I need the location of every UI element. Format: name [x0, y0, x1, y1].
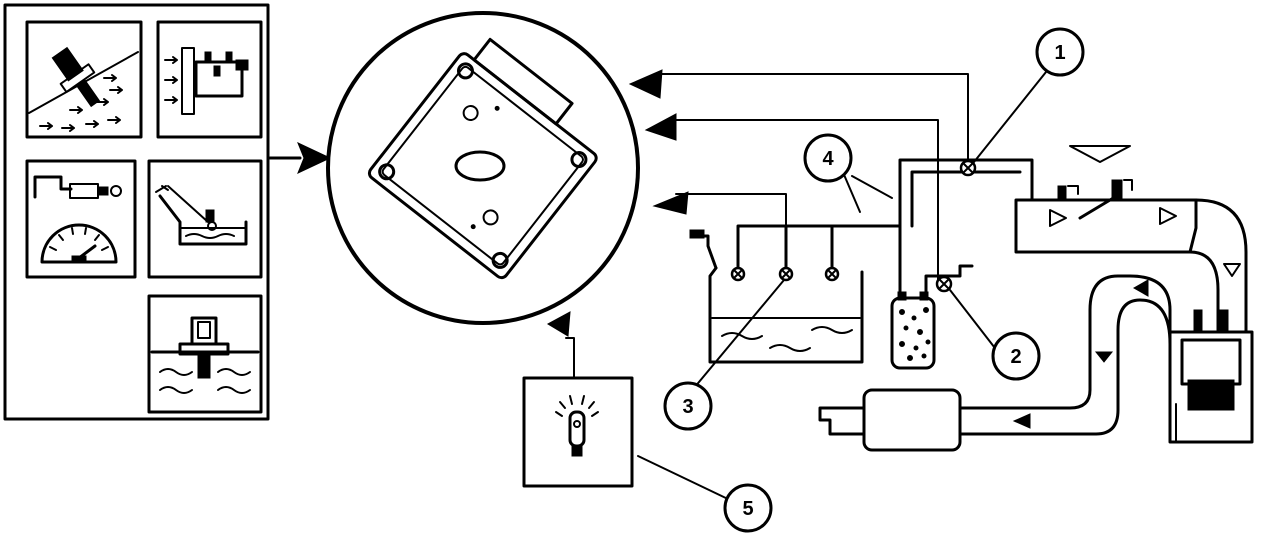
- callout-5-label: 5: [742, 498, 753, 520]
- callout-leaders: [637, 71, 1047, 501]
- exhaust-system: [818, 274, 1172, 452]
- callout-5: 5: [723, 483, 773, 533]
- airflow-sensor-panel: [25, 20, 143, 139]
- callout-2-label: 2: [1010, 346, 1021, 368]
- callout-4: 4: [803, 133, 853, 183]
- charcoal-canister: [890, 291, 936, 370]
- coolant-temp-sensor-panel: [147, 294, 263, 414]
- check-engine-lamp-icon: [555, 395, 599, 457]
- callout-2: 2: [991, 331, 1041, 381]
- fuel-tank: [689, 224, 902, 364]
- speed-sensor-gauge-panel: [25, 159, 137, 279]
- intake-manifold: [1014, 145, 1248, 334]
- engine-block: [1168, 309, 1254, 444]
- sensor-to-ecu-arrow: [268, 142, 332, 174]
- ecu-signal-lines: [628, 69, 969, 281]
- callout-3: 3: [663, 381, 713, 431]
- ignition-module-panel: [156, 20, 263, 139]
- ecu-control-unit: [326, 11, 640, 325]
- warning-lamp-box: [522, 311, 634, 488]
- fuel-level-sender-panel: [147, 159, 263, 279]
- callout-3-label: 3: [682, 396, 693, 418]
- callout-1-label: 1: [1054, 42, 1065, 64]
- callout-4-label: 4: [822, 148, 834, 170]
- sensor-input-panel: [3, 3, 270, 421]
- callout-1: 1: [1035, 27, 1085, 77]
- vapor-lines: [898, 158, 1034, 298]
